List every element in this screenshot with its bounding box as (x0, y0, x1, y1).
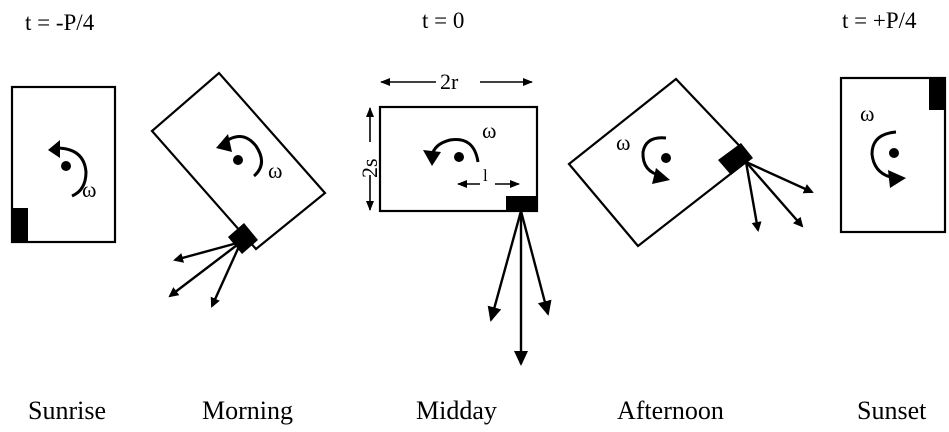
width-label: 2r (440, 69, 459, 94)
rotation-arrow-afternoon (641, 136, 667, 178)
time-label-sunrise: t = -P/4 (25, 10, 95, 35)
thrust-arrow-morning-1 (173, 240, 242, 263)
rotation-arrowhead-midday (423, 150, 441, 166)
radiator-block-sunset (929, 78, 945, 110)
center-dot-morning (233, 155, 243, 165)
panel-afternoon: ω (567, 77, 814, 248)
panel-morning: ω (150, 71, 327, 308)
length-label: l (483, 166, 488, 185)
thrust-arrow-morning-2 (168, 241, 242, 298)
rotation-arrow-sunset (870, 130, 897, 180)
radiator-block-morning (228, 223, 258, 254)
omega-label-sunrise: ω (82, 177, 96, 202)
radiator-block-sunrise (12, 208, 28, 242)
panel-sunrise: ω (10, 85, 117, 244)
rotation-arrowhead-sunset (888, 170, 906, 188)
rotation-arrowhead-morning (216, 134, 232, 152)
rotation-arrowhead-afternoon (652, 168, 670, 184)
phase-label-morning: Morning (202, 396, 293, 425)
omega-label-afternoon: ω (616, 130, 630, 155)
thrust-arrow-afternoon-3 (745, 161, 804, 228)
thrust-arrow-morning-3 (210, 241, 243, 308)
thrust-arrow-afternoon-1 (745, 160, 814, 194)
time-label-midday: t = 0 (422, 8, 464, 33)
center-dot-sunrise (61, 161, 71, 171)
center-dot-sunset (889, 148, 899, 158)
phase-label-sunrise: Sunrise (28, 396, 106, 425)
phase-label-midday: Midday (416, 396, 497, 425)
thrust-arrow-midday-left (487, 210, 523, 322)
omega-label-sunset: ω (860, 101, 874, 126)
phase-label-sunset: Sunset (857, 396, 927, 425)
phase-label-afternoon: Afternoon (617, 396, 724, 425)
center-dot-afternoon (661, 153, 671, 163)
panel-midday: 2r 2s l ω (357, 69, 552, 366)
thrust-arrow-afternoon-2 (744, 161, 762, 232)
rotation-arrow-morning (221, 135, 263, 178)
omega-label-midday: ω (482, 118, 496, 143)
radiator-block-midday (506, 196, 537, 211)
rotation-arrowhead-sunrise (48, 140, 60, 158)
thrust-arrow-midday-right (519, 210, 552, 316)
height-label: 2s (357, 158, 382, 178)
omega-label-morning: ω (268, 158, 282, 183)
rotation-arrow-sunrise (55, 146, 88, 198)
radiator-block-afternoon (718, 143, 753, 175)
rotation-arrow-midday (430, 137, 480, 163)
panel-sunset: ω (839, 76, 947, 234)
center-dot-midday (454, 152, 464, 162)
time-label-sunset: t = +P/4 (842, 8, 917, 33)
